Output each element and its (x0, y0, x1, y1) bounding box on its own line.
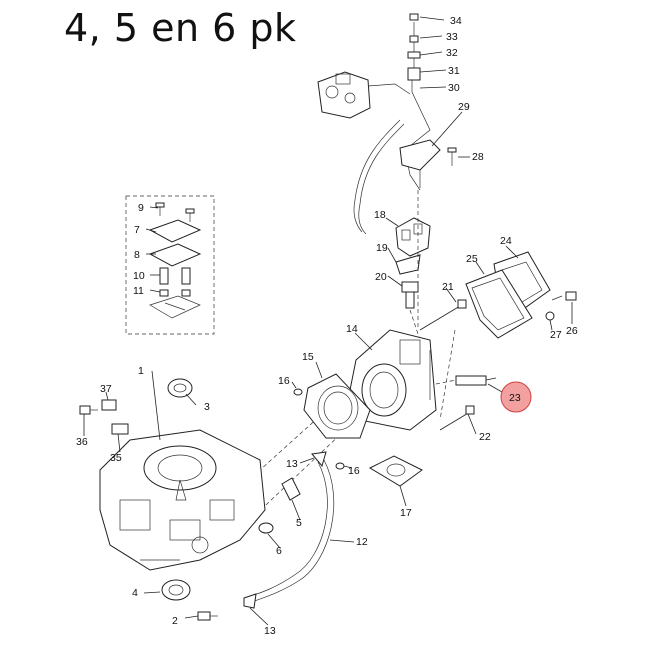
callout-10: 10 (133, 270, 145, 282)
callout-6: 6 (276, 545, 282, 557)
callout-32: 32 (446, 47, 458, 59)
control-cables (353, 119, 405, 235)
callout-20: 20 (375, 271, 387, 283)
crankcase-1 (99, 429, 266, 571)
bolt-26 (551, 291, 577, 301)
callout-28: 28 (472, 151, 484, 163)
gasket-25 (465, 269, 533, 339)
bracket-29 (399, 139, 441, 188)
callout-16a: 16 (278, 375, 290, 387)
callout-29: 29 (458, 101, 470, 113)
seal-3 (167, 378, 193, 398)
callout-7: 7 (134, 224, 140, 236)
pin-16b (335, 462, 345, 470)
callout-36: 36 (76, 436, 88, 448)
part-18 (395, 217, 431, 257)
gasket-15 (303, 373, 371, 439)
callout-16b: 16 (348, 465, 360, 477)
part-20 (401, 281, 419, 309)
callout-13b: 13 (264, 625, 276, 637)
part-37 (101, 399, 117, 411)
callout-26: 26 (566, 325, 578, 337)
spark-plug-23 (435, 375, 497, 386)
cylinder-block-14 (349, 329, 437, 431)
highlight-circle-23 (500, 381, 532, 413)
linkage-rod (404, 13, 431, 191)
callout-21: 21 (442, 281, 454, 293)
leader-lines (83, 16, 573, 626)
diagram-title: 4, 5 en 6 pk (64, 6, 297, 50)
clamp-13b (243, 593, 257, 609)
inset-box (125, 195, 215, 335)
callout-15: 15 (302, 351, 314, 363)
callout-22: 22 (479, 431, 491, 443)
callout-27: 27 (550, 329, 562, 341)
drain-2 (197, 611, 218, 621)
seal-4 (161, 579, 191, 601)
callout-25: 25 (466, 253, 478, 265)
bracket-35 (111, 423, 129, 435)
hose-12 (249, 459, 335, 603)
callout-4: 4 (132, 587, 138, 599)
bolt-22 (439, 405, 475, 431)
callout-33: 33 (446, 31, 458, 43)
callout-31: 31 (448, 65, 460, 77)
callout-12: 12 (356, 536, 368, 548)
clamp-13a (311, 451, 327, 468)
screw-28 (447, 147, 457, 166)
callout-37: 37 (100, 383, 112, 395)
callout-17: 17 (400, 507, 412, 519)
callout-14: 14 (346, 323, 358, 335)
callout-11: 11 (133, 285, 144, 297)
callout-9: 9 (138, 202, 144, 214)
callout-3: 3 (204, 401, 210, 413)
bolt-21 (419, 299, 467, 331)
callout-35: 35 (110, 452, 122, 464)
callout-2: 2 (172, 615, 178, 627)
callout-13a: 13 (286, 458, 298, 470)
carburetor-assembly (317, 71, 411, 119)
part-19 (395, 254, 421, 275)
callout-19: 19 (376, 242, 388, 254)
callout-5: 5 (296, 517, 302, 529)
callout-8: 8 (134, 249, 140, 261)
o-ring-6 (258, 522, 274, 534)
callout-18: 18 (374, 209, 386, 221)
callout-1: 1 (138, 365, 144, 377)
callout-23: 23 (509, 392, 521, 404)
callout-34: 34 (450, 15, 462, 27)
pin-16 (293, 388, 303, 396)
screw-36 (79, 405, 98, 415)
callout-24: 24 (500, 235, 512, 247)
callout-30: 30 (448, 82, 460, 94)
plug-5 (281, 477, 301, 501)
callout-labels: 1 2 3 4 5 6 7 8 9 10 11 12 13 13 14 15 1… (76, 15, 578, 637)
gasket-17 (368, 455, 423, 487)
washer-27 (545, 311, 555, 321)
